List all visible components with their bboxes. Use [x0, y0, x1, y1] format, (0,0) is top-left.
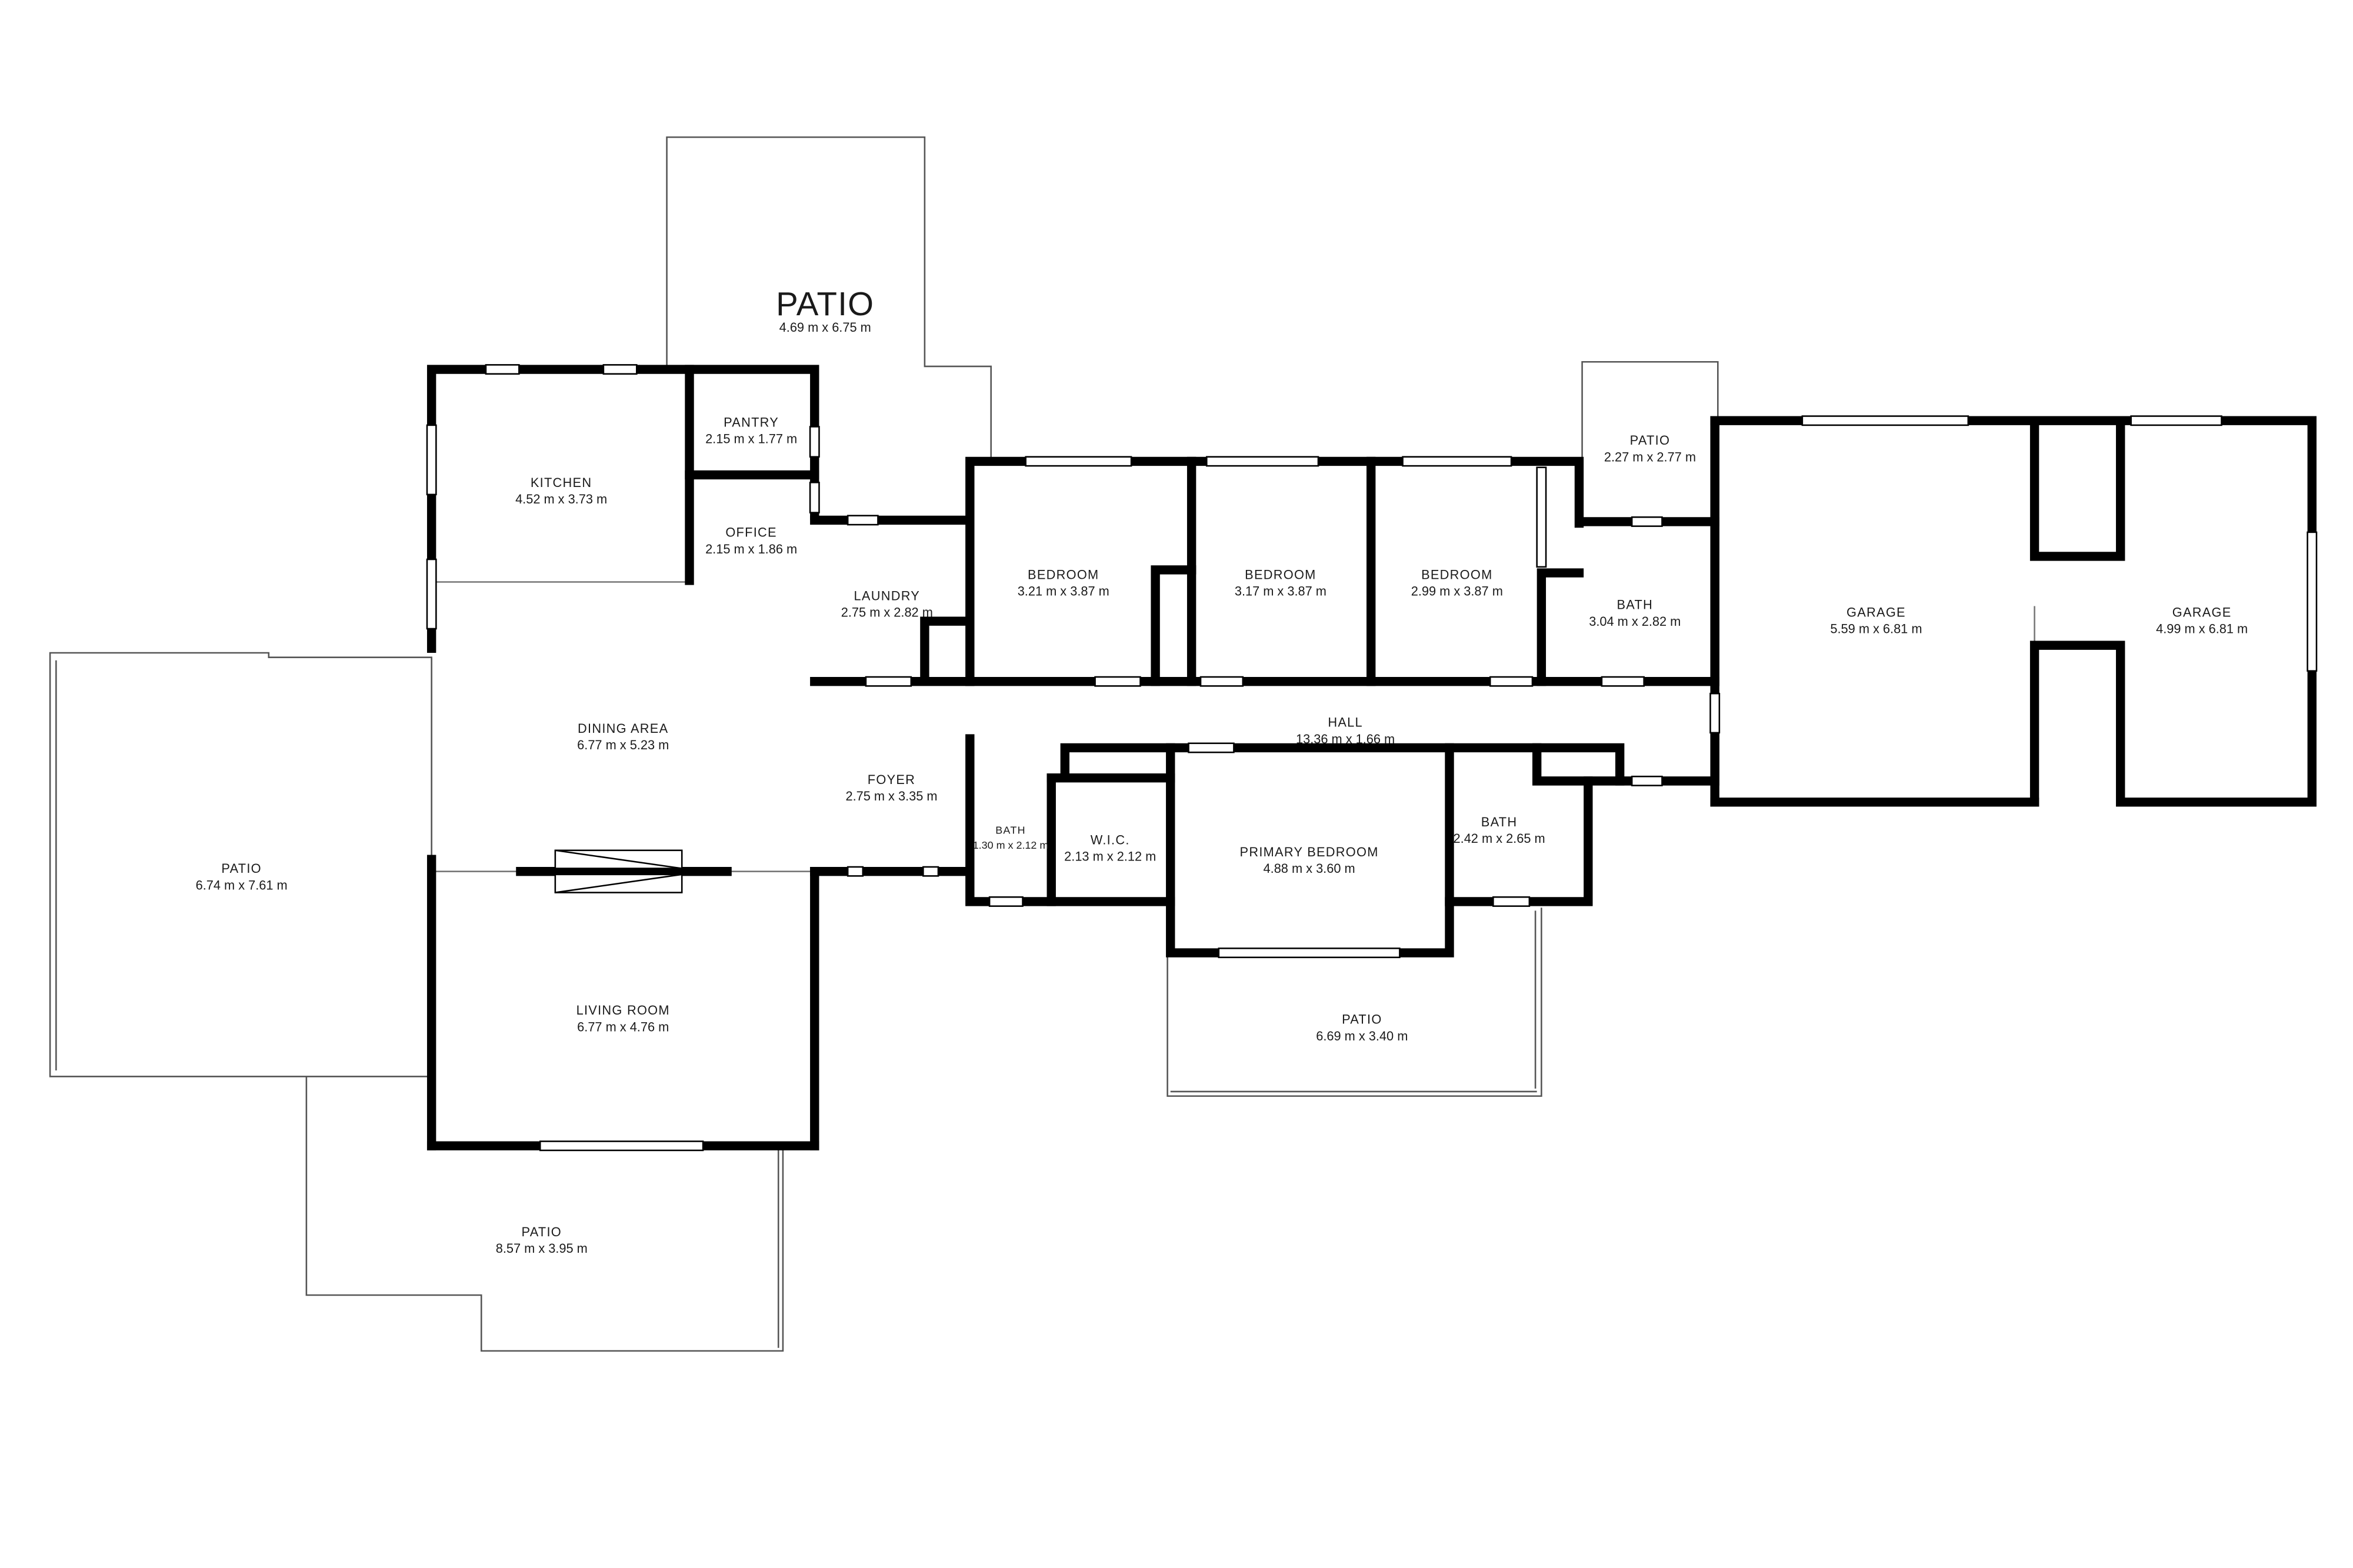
window: [1536, 466, 1547, 568]
room-dims-patio-west: 6.74 m x 7.61 m: [196, 878, 288, 892]
patio-top-outline: [666, 136, 992, 462]
window: [809, 482, 820, 513]
window: [1631, 775, 1663, 786]
room-name-kitchen: KITCHEN: [531, 475, 592, 490]
door-opening: [1709, 692, 1721, 734]
room-dims-kitchen: 4.52 m x 3.73 m: [515, 492, 607, 506]
window: [846, 515, 879, 526]
room-name-garage-2: GARAGE: [2172, 605, 2232, 619]
laundry-inner-wall: [920, 616, 975, 683]
garage-core-lower: [2029, 640, 2125, 807]
window: [1402, 456, 1512, 467]
window: [2130, 415, 2222, 426]
room-name-wic: W.I.C.: [1091, 833, 1130, 848]
room-name-patio-small: PATIO: [1630, 433, 1670, 448]
room-dims-patio-bottom: 8.57 m x 3.95 m: [496, 1241, 588, 1256]
room-labels: PATIO 4.69 m x 6.75 m PANTRY 2.15 m x 1.…: [196, 285, 2248, 1256]
room-dims-primary-bedroom: 4.88 m x 3.60 m: [1264, 861, 1355, 876]
room-name-primary-bedroom: PRIMARY BEDROOM: [1240, 845, 1379, 859]
room-dims-patio-top: 4.69 m x 6.75 m: [779, 320, 871, 335]
window: [1205, 456, 1319, 467]
door-opening: [1199, 676, 1244, 687]
bedroom-3-bath-wall: [1537, 568, 1584, 686]
room-dims-patio-primary: 6.69 m x 3.40 m: [1316, 1029, 1408, 1043]
fireplace-hatch: [555, 849, 682, 869]
room-name-patio-top: PATIO: [776, 285, 874, 322]
room-name-dining: DINING AREA: [578, 721, 668, 736]
room-name-patio-primary: PATIO: [1342, 1012, 1382, 1027]
patio-bottom-outline: [305, 1076, 784, 1352]
patio-outlines: [49, 136, 1719, 1352]
window: [1492, 896, 1531, 907]
room-dims-hall: 13.36 m x 1.66 m: [1296, 732, 1395, 746]
patio-primary-outline: [1166, 908, 1542, 1097]
patio-small-outline: [1581, 361, 1719, 463]
window: [2307, 531, 2318, 672]
window: [1218, 948, 1401, 959]
fireplace: [554, 849, 683, 893]
window: [602, 364, 638, 375]
room-name-hall: HALL: [1328, 715, 1363, 730]
door-opening: [1601, 676, 1645, 687]
room-name-office: OFFICE: [725, 525, 777, 540]
door-opening: [1489, 676, 1534, 687]
room-name-laundry: LAUNDRY: [854, 588, 921, 603]
window: [485, 364, 520, 375]
room-name-bath-2: BATH: [995, 825, 1026, 836]
room-dims-foyer: 2.75 m x 3.35 m: [845, 789, 937, 803]
window: [988, 896, 1024, 907]
room-name-bath-1: BATH: [1617, 598, 1654, 612]
bedroom-1-closet: [1151, 565, 1197, 686]
window: [1801, 415, 1969, 426]
room-dims-living: 6.77 m x 4.76 m: [577, 1019, 669, 1034]
room-dims-bath-2: 1.30 m x 2.12 m: [973, 839, 1049, 851]
patio-west-outline: [49, 652, 432, 1077]
fireplace-hatch: [555, 873, 682, 893]
window: [426, 558, 437, 630]
room-name-bedroom-2: BEDROOM: [1245, 567, 1316, 582]
room-name-bath-3: BATH: [1481, 815, 1518, 829]
room-name-pantry: PANTRY: [724, 415, 779, 429]
room-dims-bedroom-3: 2.99 m x 3.87 m: [1411, 584, 1503, 599]
room-dims-garage-1: 5.59 m x 6.81 m: [1830, 622, 1922, 636]
door-opening: [865, 676, 912, 687]
window: [1025, 456, 1132, 467]
door-opening: [1094, 676, 1141, 687]
room-name-patio-west: PATIO: [221, 861, 261, 876]
room-dims-bedroom-1: 3.21 m x 3.87 m: [1018, 584, 1109, 599]
room-name-garage-1: GARAGE: [1847, 605, 1906, 619]
room-name-foyer: FOYER: [868, 772, 915, 787]
room-dims-office: 2.15 m x 1.86 m: [705, 542, 797, 556]
room-dims-pantry: 2.15 m x 1.77 m: [705, 432, 797, 446]
hall-south-wall: [1060, 743, 1625, 786]
room-name-bedroom-3: BEDROOM: [1421, 567, 1492, 582]
openings: [426, 364, 2318, 1152]
room-dims-dining: 6.77 m x 5.23 m: [577, 738, 669, 752]
bath-3-north-wall: [1532, 743, 1593, 786]
window: [539, 1140, 704, 1152]
window: [809, 426, 820, 458]
window: [922, 866, 939, 877]
room-name-patio-bottom: PATIO: [522, 1225, 562, 1239]
room-dims-wic: 2.13 m x 2.12 m: [1064, 849, 1156, 864]
room-dims-bath-1: 3.04 m x 2.82 m: [1589, 614, 1681, 629]
window: [426, 424, 437, 496]
room-dims-bedroom-2: 3.17 m x 3.87 m: [1235, 584, 1327, 599]
room-name-bedroom-1: BEDROOM: [1028, 567, 1099, 582]
room-name-living: LIVING ROOM: [576, 1003, 670, 1017]
window: [846, 866, 864, 877]
window: [1631, 516, 1663, 527]
room-dims-bath-3: 2.42 m x 2.65 m: [1454, 831, 1545, 846]
room-dims-laundry: 2.75 m x 2.82 m: [841, 605, 933, 619]
room-dims-patio-small: 2.27 m x 2.77 m: [1604, 449, 1696, 464]
garage-core-walls: [2029, 416, 2125, 561]
door-opening: [1188, 742, 1235, 753]
room-dims-garage-2: 4.99 m x 6.81 m: [2156, 622, 2248, 636]
